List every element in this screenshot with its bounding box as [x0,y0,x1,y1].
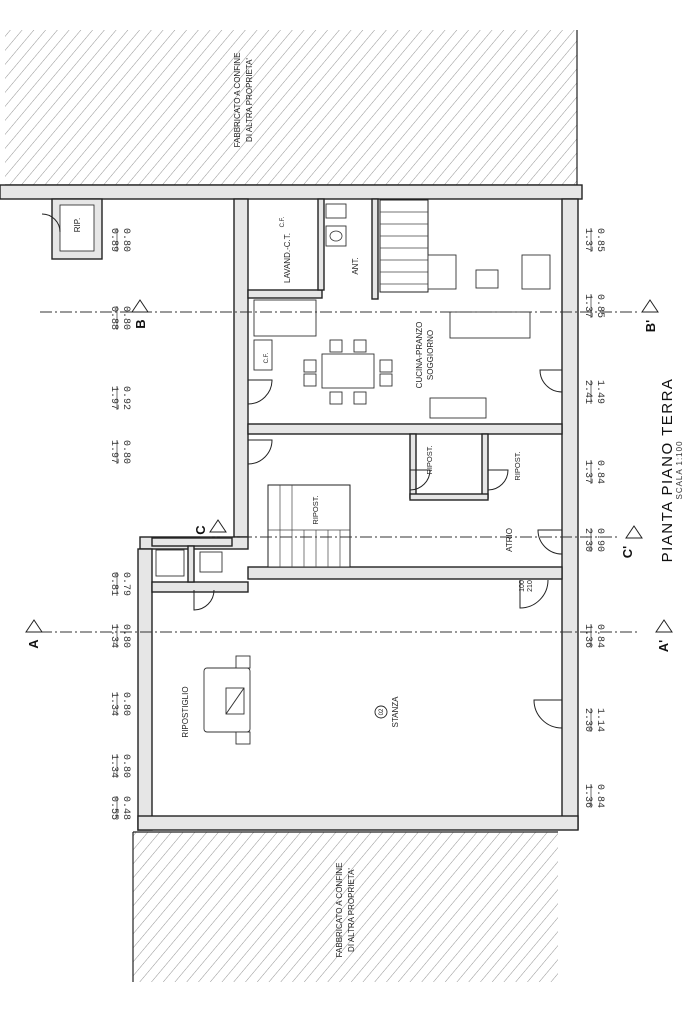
left-dim-bottom-1: 0.80 [120,306,131,330]
right-dim-bottom-5: 0.84 [594,624,605,648]
right-dim-bottom-4: 0.90 [594,528,605,552]
left-dim-bottom-0: 0.80 [120,228,131,252]
room-label-ripost-1: RIPOST. [425,445,434,474]
room-label-ant: ANT. [351,257,360,274]
room-label-ripost-3: RIPOST. [311,495,320,524]
room-label-stanza: STANZA [391,696,400,728]
right-dim-bottom-0: 0.85 [594,228,605,252]
door-note-1: 100 [519,580,526,592]
plan-title: PIANTA PIANO TERRA [659,378,676,563]
interior-partitions [151,198,489,583]
right-dim-top-3: 1.37 [582,460,593,484]
doors [193,369,563,729]
section-marker-c-prime: C' [620,525,643,558]
left-dim-bottom-2: 0.92 [120,386,131,410]
section-label-c: C [193,525,208,535]
left-dim-top-4: 0.81 [108,572,119,596]
neighbor-top-label-2: DI ALTRA PROPRIETA' [245,58,254,142]
room-label-rip: RIP. [73,218,82,233]
left-dim-top-3: 1.97 [108,440,119,464]
shed-rip: RIP. [41,198,103,260]
left-dim-top-1: 0.88 [108,306,119,330]
neighbor-building-bottom: FABBRICATO A CONFINE DI ALTRA PROPRIETA' [132,831,558,982]
right-dim-top-0: 1.37 [582,228,593,252]
right-dim-top-6: 2.30 [582,708,593,732]
room-number-circle [374,705,388,719]
right-dim-bottom-3: 0.84 [594,460,605,484]
left-dim-bottom-5: 0.80 [120,624,131,648]
section-marker-a-prime: A' [655,619,673,652]
left-dim-top-8: 0.55 [108,796,119,820]
room-label-ripostiglio: RIPOSTIGLIO [181,686,190,737]
section-marker-b: B [131,299,149,329]
right-dim-bottom-7: 0.84 [594,784,605,808]
neighbor-bottom-label-2: DI ALTRA PROPRIETA' [347,868,356,952]
neighbor-bottom-label-1: FABBRICATO A CONFINE [335,863,344,958]
label-cf-2: C.F. [264,352,270,363]
right-dim-top-1: 1.37 [582,294,593,318]
section-marker-a: A [25,619,43,649]
right-dim-bottom-2: 1.49 [594,380,605,404]
plan-scale: SCALA 1:100 [675,440,683,499]
room-label-ripost-2: RIPOST. [513,451,522,480]
section-label-b-prime: B' [643,320,658,332]
room-number-stanza: 02 [379,708,385,715]
door-note-2: 210 [527,580,534,592]
room-label-lavand: LAVAND.-C.T. [283,233,292,283]
left-dim-bottom-7: 0.80 [120,754,131,778]
left-dim-top-6: 1.34 [108,692,119,716]
right-dim-top-5: 1.36 [582,624,593,648]
section-marker-c: C [193,519,227,535]
neighbor-top-label-1: FABBRICATO A CONFINE [233,53,242,148]
left-dim-top-0: 0.89 [108,228,119,252]
section-label-c-prime: C' [620,546,635,558]
right-dim-top-4: 2.30 [582,528,593,552]
section-lines: B B' A A' C C' [25,299,673,652]
neighbor-building-top: FABBRICATO A CONFINE DI ALTRA PROPRIETA' [5,30,578,186]
right-dim-top-7: 1.36 [582,784,593,808]
left-dim-bottom-3: 0.80 [120,440,131,464]
section-label-b: B [133,319,148,328]
title-block: PIANTA PIANO TERRA SCALA 1:100 [659,378,683,563]
section-label-a: A [26,639,41,649]
label-cf-1: C.F. [280,216,286,227]
room-label-atrio: ATRIO [505,528,514,552]
left-dim-bottom-4: 0.79 [120,572,131,596]
right-dim-top-2: 2.41 [582,380,593,404]
left-dim-top-2: 1.97 [108,386,119,410]
section-marker-b-prime: B' [641,299,659,332]
room-label-cucina-2: SOGGIORNO [426,330,435,380]
room-labels: LAVAND.-C.T. ANT. CUCINA-PRANZO SOGGIORN… [181,216,534,737]
left-dim-top-5: 1.34 [108,624,119,648]
left-dim-bottom-6: 0.80 [120,692,131,716]
furniture [155,203,551,745]
right-dim-bottom-1: 0.85 [594,294,605,318]
right-dim-bottom-6: 1.14 [594,708,605,732]
left-dim-top-7: 1.34 [108,754,119,778]
section-label-a-prime: A' [656,640,671,652]
room-label-cucina-1: CUCINA-PRANZO [415,322,424,389]
left-dim-bottom-8: 0.48 [120,796,131,820]
